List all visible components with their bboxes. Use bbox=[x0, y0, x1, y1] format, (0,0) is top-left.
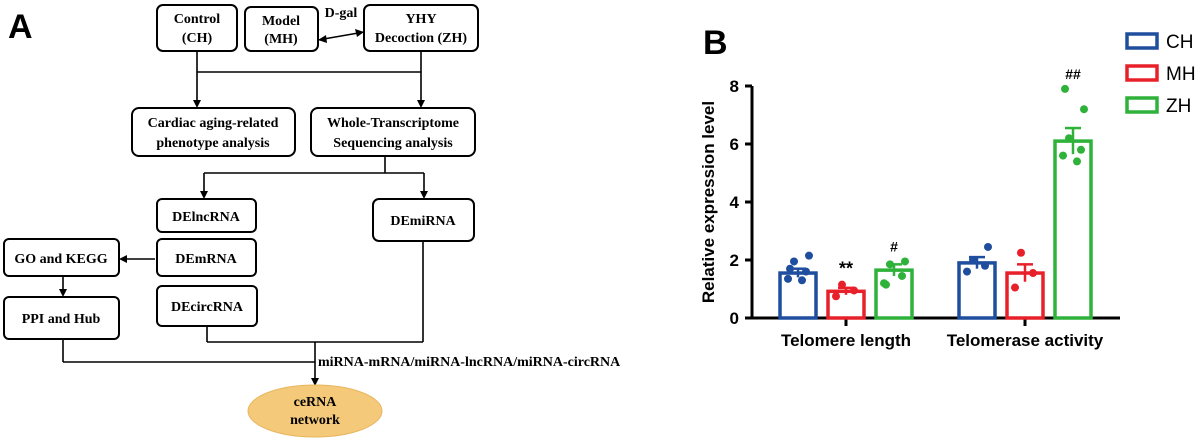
box-control-line1: Control bbox=[174, 12, 221, 27]
box-control-line2: (CH) bbox=[182, 31, 213, 46]
box-go-kegg: GO and KEGG bbox=[3, 238, 120, 277]
legend: CH MH ZH bbox=[1125, 32, 1196, 117]
data-point bbox=[901, 257, 909, 266]
x-tick-label: Telomere length bbox=[781, 331, 911, 350]
box-whole-line2: Sequencing analysis bbox=[333, 136, 453, 151]
y-axis-title: Relative expression level bbox=[699, 101, 718, 303]
box-demrna-label: DEmRNA bbox=[175, 252, 237, 267]
box-cardiac: Cardiac aging-related phenotype analysis bbox=[131, 107, 296, 157]
box-go-kegg-label: GO and KEGG bbox=[14, 252, 107, 267]
box-ppi-label: PPI and Hub bbox=[22, 312, 101, 327]
legend-label: MH bbox=[1166, 64, 1196, 85]
box-decircrna: DEcircRNA bbox=[156, 285, 258, 327]
box-delncrna: DElncRNA bbox=[156, 198, 257, 233]
box-yhy: YHY Decoction (ZH) bbox=[363, 4, 479, 52]
data-point bbox=[802, 267, 810, 276]
y-tick-label: 8 bbox=[730, 77, 739, 96]
bar bbox=[874, 268, 914, 320]
box-cardiac-line1: Cardiac aging-related bbox=[148, 116, 279, 131]
data-point bbox=[1059, 151, 1067, 160]
y-tick-label: 0 bbox=[730, 309, 739, 328]
flowchart-arrowheads bbox=[59, 29, 428, 386]
data-point bbox=[1073, 157, 1081, 166]
cerna-line2: network bbox=[290, 413, 340, 428]
panel-a-flowchart: A bbox=[3, 4, 621, 438]
data-point bbox=[832, 292, 840, 301]
panel-b-label: B bbox=[703, 24, 728, 62]
box-demirna: DEmiRNA bbox=[372, 198, 475, 242]
x-axis: Telomere length Telomerase activity bbox=[750, 316, 1120, 350]
data-point bbox=[886, 260, 894, 269]
data-point bbox=[790, 257, 798, 266]
mirna-interaction-label: miRNA-mRNA/miRNA-lncRNA/miRNA-circRNA bbox=[318, 355, 621, 370]
data-point bbox=[838, 280, 846, 289]
box-yhy-line2: Decoction (ZH) bbox=[375, 31, 467, 46]
box-cardiac-line2: phenotype analysis bbox=[156, 136, 270, 151]
data-point bbox=[963, 267, 971, 276]
data-point bbox=[1061, 84, 1069, 93]
data-point bbox=[1077, 145, 1085, 154]
data-point bbox=[1017, 248, 1025, 257]
bar bbox=[1053, 139, 1093, 320]
box-demirna-label: DEmiRNA bbox=[390, 214, 456, 229]
dgal-label: D-gal bbox=[325, 6, 358, 21]
data-point bbox=[784, 274, 792, 283]
data-point bbox=[1080, 105, 1088, 114]
box-whole-line1: Whole-Transcriptome bbox=[327, 116, 459, 131]
box-model-line2: (MH) bbox=[264, 32, 298, 47]
box-demrna: DEmRNA bbox=[156, 238, 257, 277]
data-point bbox=[805, 251, 813, 260]
data-point bbox=[1011, 283, 1019, 292]
y-tick-label: 2 bbox=[730, 251, 739, 270]
panel-a-label: A bbox=[8, 8, 33, 46]
data-point bbox=[984, 242, 992, 251]
data-point bbox=[969, 256, 977, 264]
y-axis: 0 2 4 6 8 bbox=[730, 77, 754, 328]
data-point bbox=[1029, 269, 1037, 278]
flowchart-connectors bbox=[62, 31, 425, 382]
box-control: Control (CH) bbox=[156, 4, 238, 52]
data-point bbox=[798, 276, 806, 285]
data-point bbox=[1065, 134, 1073, 143]
box-delncrna-label: DElncRNA bbox=[172, 210, 241, 225]
box-ppi-hub: PPI and Hub bbox=[3, 296, 120, 340]
data-point bbox=[981, 261, 989, 270]
box-decircrna-label: DEcircRNA bbox=[171, 300, 244, 315]
y-tick-label: 6 bbox=[730, 135, 739, 154]
cerna-line1: ceRNA bbox=[294, 395, 338, 410]
box-yhy-line1: YHY bbox=[405, 12, 436, 27]
panel-b-chart: B Relative expression level 0 2 4 6 8 Telome… bbox=[699, 24, 1196, 350]
x-tick-label: Telomerase activity bbox=[947, 331, 1104, 350]
bar-series: **### bbox=[778, 66, 1093, 320]
legend-swatch bbox=[1125, 64, 1159, 82]
box-whole-transcriptome: Whole-Transcriptome Sequencing analysis bbox=[310, 107, 476, 157]
legend-label: ZH bbox=[1166, 96, 1191, 117]
legend-swatch bbox=[1125, 32, 1159, 50]
box-model-line1: Model bbox=[262, 14, 300, 29]
data-point bbox=[850, 286, 858, 295]
data-point bbox=[882, 280, 890, 289]
box-model: Model (MH) bbox=[244, 6, 319, 52]
legend-label: CH bbox=[1166, 32, 1193, 53]
data-point bbox=[898, 271, 906, 280]
significance-label: ## bbox=[1065, 66, 1081, 82]
data-point bbox=[786, 264, 794, 273]
cerna-network-node: ceRNA network bbox=[247, 384, 383, 438]
legend-swatch bbox=[1125, 96, 1159, 114]
significance-label: # bbox=[890, 238, 898, 254]
significance-label: ** bbox=[839, 259, 853, 279]
y-tick-label: 4 bbox=[730, 193, 740, 212]
